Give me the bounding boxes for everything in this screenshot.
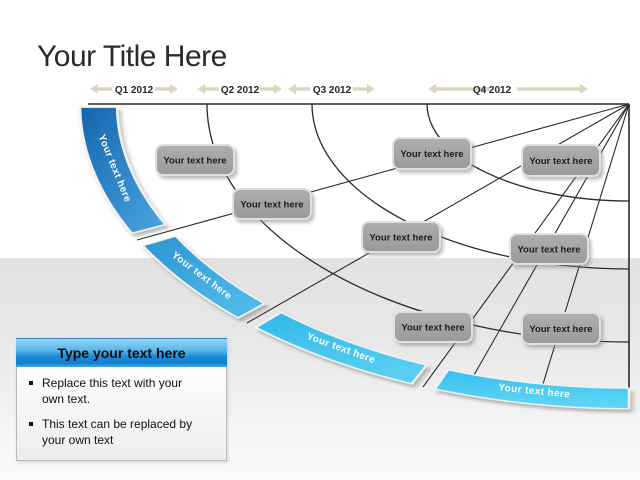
callout-body[interactable]: Replace this text with your own text. Th… bbox=[16, 367, 227, 462]
text-box-label: Your text here bbox=[401, 323, 464, 334]
timeline-header: Q1 2012 Q2 2012 Q3 2012 Q4 2012 bbox=[90, 84, 588, 96]
bullet-text: This text can be replaced by your own te… bbox=[42, 417, 193, 447]
q3-right-arrow-icon bbox=[353, 84, 375, 94]
text-box-7[interactable]: Your text here bbox=[393, 311, 473, 343]
bullet-item: This text can be replaced by your own te… bbox=[27, 417, 216, 448]
spoke-line-2 bbox=[246, 103, 630, 324]
quarter-label-q1: Q1 2012 bbox=[115, 85, 154, 96]
q3-left-arrow-icon bbox=[288, 84, 310, 94]
text-box-label: Your text here bbox=[163, 156, 226, 167]
text-box-5[interactable]: Your text here bbox=[361, 221, 441, 253]
text-box-label: Your text here bbox=[240, 200, 303, 211]
text-box-label: Your text here bbox=[400, 149, 463, 160]
text-box-rect[interactable] bbox=[232, 188, 312, 220]
band-segment-q2[interactable] bbox=[141, 235, 267, 319]
q2-left-arrow-icon bbox=[197, 84, 219, 94]
text-box-rect[interactable] bbox=[521, 312, 601, 345]
text-box-rect[interactable] bbox=[155, 144, 235, 176]
q2-right-arrow-icon bbox=[260, 84, 282, 94]
text-box-1[interactable]: Your text here bbox=[155, 144, 235, 176]
band-segment-q1[interactable] bbox=[78, 106, 168, 235]
band-segment-q3[interactable] bbox=[254, 311, 429, 385]
concentric-arc-inner bbox=[426, 103, 630, 202]
bullet-square-icon bbox=[29, 422, 33, 427]
quarter-label-q4: Q4 2012 bbox=[473, 85, 512, 96]
spoke-line-1 bbox=[136, 103, 630, 241]
text-box-rect[interactable] bbox=[509, 233, 589, 265]
slide-title[interactable]: Your Title Here bbox=[37, 40, 227, 73]
callout-box[interactable]: Type your text here Replace this text wi… bbox=[16, 338, 227, 462]
q4-left-arrow-icon bbox=[428, 84, 490, 94]
band-segment-q4[interactable] bbox=[433, 368, 631, 410]
bullet-text: Replace this text with your own text. bbox=[42, 376, 183, 406]
text-box-rect[interactable] bbox=[521, 144, 601, 177]
text-box-label: Your text here bbox=[529, 156, 592, 167]
text-box-rect[interactable] bbox=[361, 221, 441, 253]
text-box-rect[interactable] bbox=[392, 137, 472, 170]
text-box-rect[interactable] bbox=[393, 311, 473, 343]
text-box-8[interactable]: Your text here bbox=[521, 312, 601, 345]
quarter-label-q3: Q3 2012 bbox=[313, 85, 352, 96]
bullet-square-icon bbox=[29, 381, 33, 385]
q4-right-arrow-icon bbox=[517, 84, 588, 94]
text-box-2[interactable]: Your text here bbox=[392, 137, 472, 170]
quarter-label-q2: Q2 2012 bbox=[221, 85, 260, 96]
text-box-label: Your text here bbox=[529, 324, 592, 335]
q1-left-arrow-icon bbox=[90, 84, 112, 94]
text-box-6[interactable]: Your text here bbox=[509, 233, 589, 265]
text-box-label: Your text here bbox=[369, 233, 432, 244]
q1-right-arrow-icon bbox=[155, 84, 178, 94]
text-box-3[interactable]: Your text here bbox=[521, 144, 601, 177]
text-box-label: Your text here bbox=[517, 245, 580, 256]
bullet-item: Replace this text with your own text. bbox=[27, 376, 216, 407]
arc-band bbox=[78, 106, 631, 410]
callout-header[interactable]: Type your text here bbox=[16, 338, 227, 367]
text-box-4[interactable]: Your text here bbox=[232, 188, 312, 220]
